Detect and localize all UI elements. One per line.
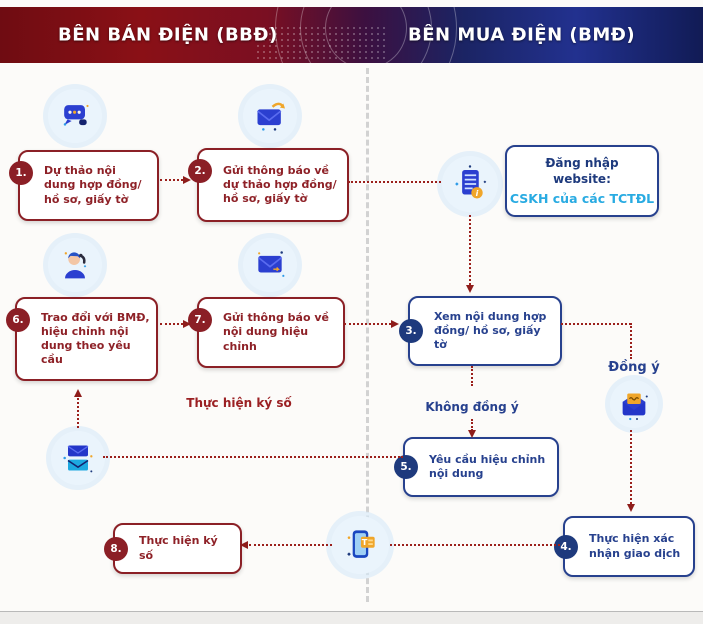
chat-bubbles-icon [48,89,102,143]
step-6-number: 6. [6,308,30,332]
bottom-strip [0,611,703,624]
mail-approved-icon [610,380,658,428]
login-cskh-link[interactable]: CSKH của các TCTĐL [509,190,655,206]
step-6-label: Trao đổi với BMĐ, hiệu chỉnh nội dung th… [41,310,150,367]
connector-5-envelopes [103,456,403,458]
step-4-box: 4. Thực hiện xác nhận giao dịch [554,516,695,577]
step-2-label: Gửi thông báo về dự thảo hợp đồng/ hồ sơ… [223,163,337,206]
connector-3-disagree [471,366,473,386]
login-website-box: Đăng nhập website: CSKH của các TCTĐL [505,145,659,217]
arrowhead-6-7 [183,319,191,328]
step-7-box: 7. Gửi thông báo về nội dung hiệu chỉnh [188,297,345,368]
connector-4-phone [390,544,560,546]
step-3-number: 3. [399,319,423,343]
step-4-number: 4. [554,534,578,559]
step-6-box: 6. Trao đổi với BMĐ, hiệu chỉnh nội dung… [6,297,158,381]
buyer-title: BÊN MUA ĐIỆN (BMĐ) [408,24,636,46]
connector-7-3 [344,323,391,325]
step-1-box: 1. Dự thảo nội dung hợp đồng/ hồ sơ, giấ… [9,150,159,221]
connector-login-3 [469,215,471,285]
step-7-label: Gửi thông báo về nội dung hiệu chỉnh [223,311,329,353]
connector-agree-4 [630,430,632,504]
disagree-label: Không đồng ý [425,400,519,414]
step-8-box: 8. Thực hiện ký số [104,523,242,574]
phone-card-icon: T [331,516,389,574]
connector-envelopes-6 [77,398,79,428]
step-3-box: 3. Xem nội dung hợp đồng/ hồ sơ, giấy tờ [399,296,562,366]
document-info-icon: i [442,156,498,212]
step-5-number: 5. [394,455,418,479]
arrowhead-phone-8 [240,540,248,549]
connector-disagree-5 [471,419,473,431]
connector-3-agree-h [561,323,631,325]
step-1-label: Dự thảo nội dung hợp đồng/ hồ sơ, giấy t… [44,164,142,206]
decorative-dots [255,25,385,63]
login-line2: website: [553,172,611,186]
step-7-number: 7. [188,308,212,332]
step-5-label: Yêu cầu hiệu chỉnh nội dung [429,452,546,480]
step-4-label: Thực hiện xác nhận giao dịch [589,532,681,560]
column-divider [366,68,369,602]
step-8-label: Thực hiện ký số [139,534,218,562]
connector-2-login [348,181,441,183]
step-2-number: 2. [188,159,212,183]
step-3-label: Xem nội dung hợp đồng/ hồ sơ, giấy tờ [434,309,547,352]
header-banner: BÊN BÁN ĐIỆN (BBĐ) BÊN MUA ĐIỆN (BMĐ) [0,7,703,63]
step-2-box: 2. Gửi thông báo về dự thảo hợp đồng/ hồ… [188,148,349,222]
step-5-box: 5. Yêu cầu hiệu chỉnh nội dung [394,437,559,497]
mail-send-icon [243,89,297,143]
connector-3-agree-v [630,323,632,359]
connector-phone-8 [249,544,332,546]
envelope-pair-icon [51,431,105,485]
arrowhead-login-3 [465,285,474,293]
support-agent-icon [48,238,102,292]
connector-1-2 [160,179,183,181]
svg-text:i: i [476,189,479,198]
connector-6-7 [160,323,183,325]
login-line1: Đăng nhập [545,156,619,171]
arrowhead-7-3 [391,319,399,328]
arrowhead-agree-4 [626,504,635,512]
step-1-number: 1. [9,161,33,185]
step-8-number: 8. [104,536,128,561]
arrowhead-disagree-5 [467,430,476,438]
agree-label: Đồng ý [608,360,660,375]
arrowhead-1-2 [183,175,191,184]
envelope-icon [243,238,297,292]
arrowhead-envelopes-6 [73,389,82,397]
seller-title: BÊN BÁN ĐIỆN (BBĐ) [58,24,278,46]
decorative-arc [275,7,457,63]
svg-text:T: T [362,537,368,547]
sign-digital-label: Thực hiện ký số [186,396,292,410]
